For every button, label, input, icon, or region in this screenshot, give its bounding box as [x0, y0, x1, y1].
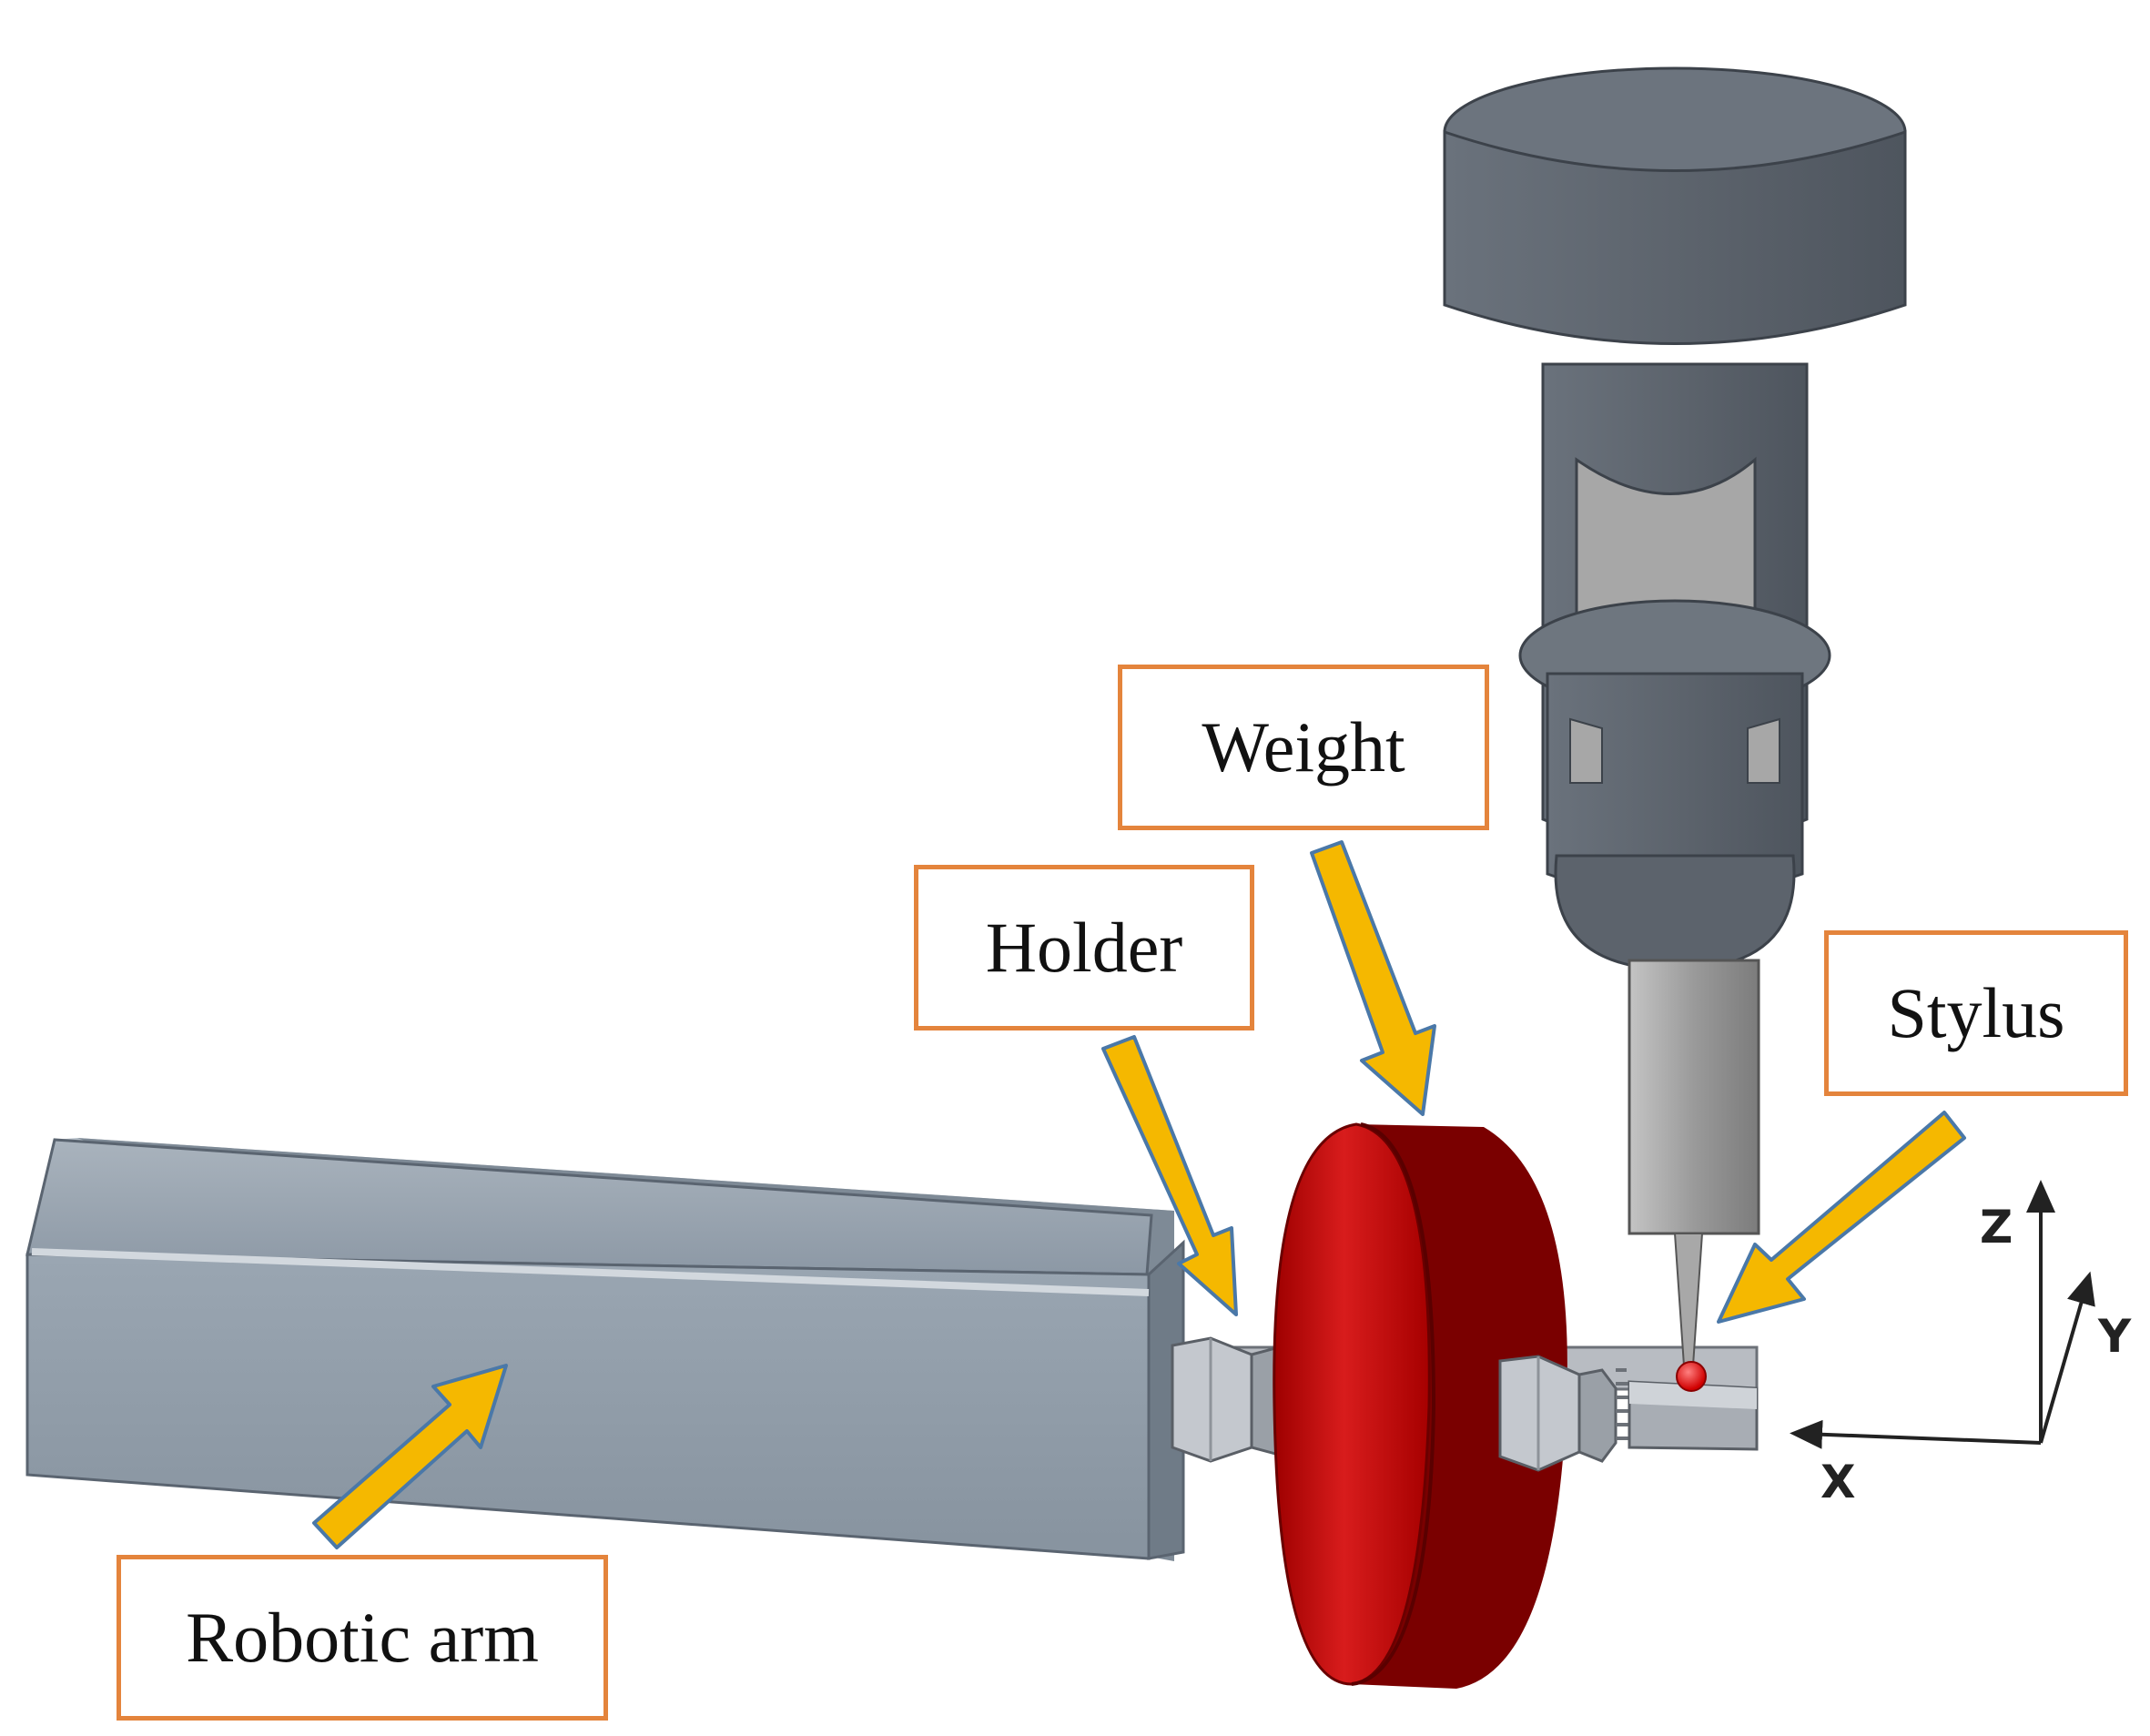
- y-axis-label: Y: [2097, 1310, 2132, 1363]
- holder-arrow: [1101, 1035, 1238, 1316]
- far-nuts: [1498, 1355, 1759, 1472]
- callout-arrows: [312, 840, 1966, 1549]
- y-axis: [2039, 1271, 2095, 1444]
- coordinate-axes: [1790, 1180, 2095, 1449]
- robotic-arm: [25, 1138, 1185, 1561]
- probe-head: [1443, 66, 1907, 1392]
- stylus-arrow: [1717, 1111, 1966, 1324]
- stylus-label: Stylus: [1824, 930, 2128, 1096]
- weight: [1273, 1122, 1567, 1689]
- robotic-arm-arrow: [312, 1364, 508, 1549]
- robotic-arm-label: Robotic arm: [117, 1555, 608, 1721]
- holder-label: Holder: [914, 865, 1254, 1030]
- z-axis-label: Z: [1980, 1201, 2013, 1254]
- x-axis-label: X: [1820, 1456, 1856, 1508]
- weight-label: Weight: [1118, 665, 1489, 830]
- x-axis: [1790, 1419, 2042, 1449]
- weight-arrow: [1310, 840, 1436, 1116]
